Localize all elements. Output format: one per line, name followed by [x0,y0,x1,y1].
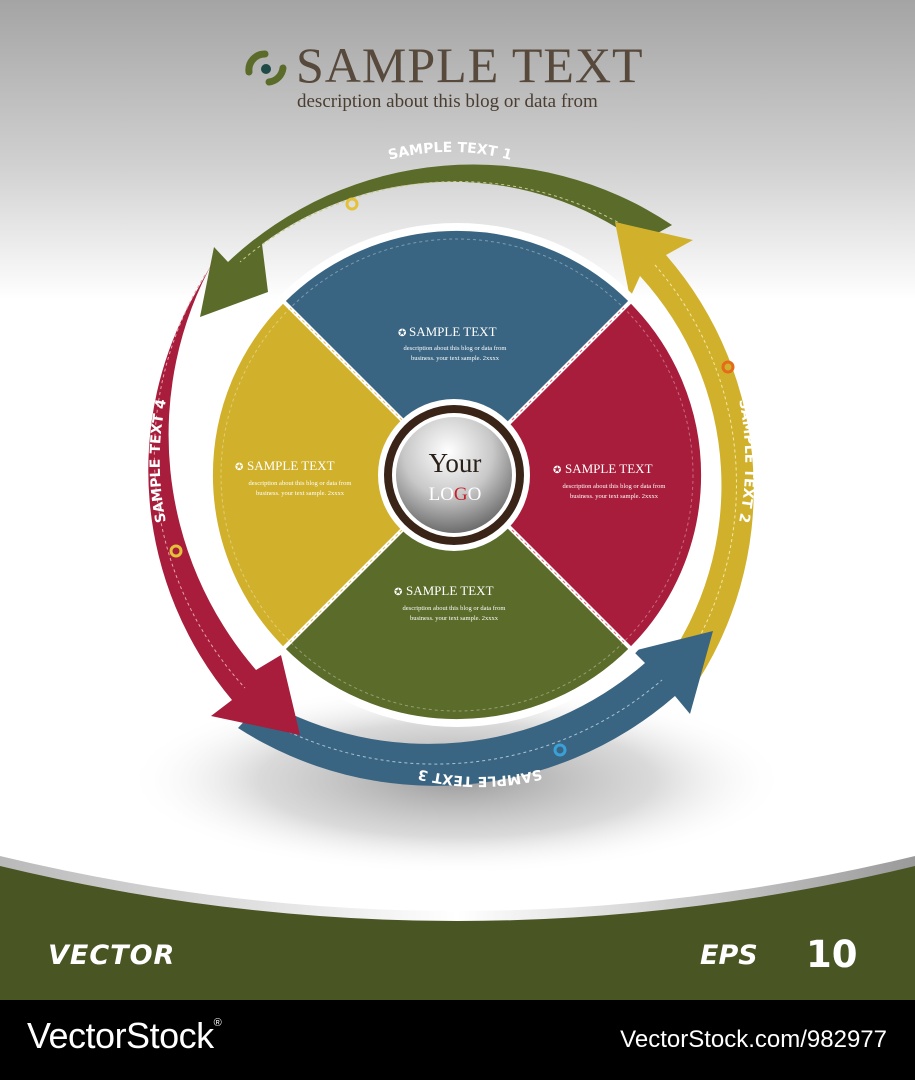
segment-bottom-bullet-icon: ✪ [394,587,402,598]
arrow-4 [148,258,300,735]
arrow-3-bullet-icon [553,743,567,757]
segments [208,226,706,724]
footer-eps-version: 10 [806,933,858,976]
segment-left [208,298,460,652]
segment-top-bullet-icon: ✪ [398,328,406,339]
segment-right-desc-1: description about this blog or data from [563,483,666,490]
cycle-diagram: SAMPLE TEXT 1 SAMPLE TEXT 2 SAMPLE TEXT … [0,140,915,1000]
segment-left-bullet-icon: ✪ [235,462,243,473]
arrow-4-label: SAMPLE TEXT 4 [148,398,170,525]
segment-top-desc-1: description about this blog or data from [404,345,507,352]
arrow-1 [200,164,672,317]
segment-bottom-desc-2: business. your text sample. 2xxxx [410,615,499,622]
segment-bottom [280,472,634,724]
segment-bottom-title: SAMPLE TEXT [406,583,494,598]
segment-left-desc-1: description about this blog or data from [249,480,352,487]
center-logo: Your LOGO [378,399,530,551]
logo-line-2: LOGO [429,484,482,505]
segment-right-desc-2: business. your text sample. 2xxxx [570,493,659,500]
arrow-1-bullet-icon [345,197,359,211]
footer-band [0,866,915,1000]
segment-top-desc-2: business. your text sample. 2xxxx [411,355,500,362]
footer-vector-label: VECTOR [48,940,175,971]
page-subtitle: description about this blog or data from [297,91,598,112]
segment-left-desc-2: business. your text sample. 2xxxx [256,490,345,497]
segment-left-title: SAMPLE TEXT [247,458,335,473]
segment-right [454,298,706,652]
watermark-bar: VectorStock® VectorStock.com/982977 [0,1000,915,1080]
arrow-1-label: SAMPLE TEXT 1 [386,140,513,164]
watermark-brand: VectorStock® [27,1015,222,1056]
watermark-url: VectorStock.com/982977 [620,1026,887,1053]
arrow-4-bullet-icon [169,544,183,558]
segment-top-title: SAMPLE TEXT [409,324,497,339]
arrow-3-label: SAMPLE TEXT 3 [417,766,544,789]
arrow-2-bullet-icon [721,360,735,374]
segment-right-bullet-icon: ✪ [553,465,561,476]
header: SAMPLE TEXT description about this blog … [0,0,915,130]
segment-top [280,226,634,478]
segment-right-title: SAMPLE TEXT [565,461,653,476]
logo-line-1: Your [429,448,482,478]
arrow-2 [615,222,754,693]
ring-arrows [148,164,754,786]
arrow-2-label: SAMPLE TEXT 2 [735,398,757,524]
arrow-3 [238,631,713,786]
segment-bottom-desc-1: description about this blog or data from [403,605,506,612]
header-logo-icon [245,50,287,86]
page-title: SAMPLE TEXT [296,37,644,93]
footer-eps-label: EPS [700,940,758,971]
